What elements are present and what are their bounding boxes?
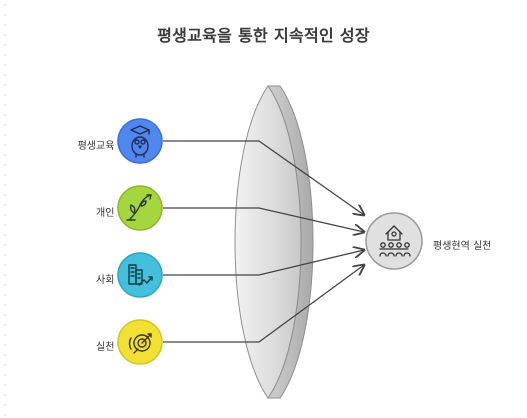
owl-graduation-cap-icon (130, 125, 150, 158)
output-node (365, 212, 423, 270)
input-node-strategy (117, 319, 163, 365)
lens-shape (234, 85, 314, 399)
diagram-title: 평생교육을 통한 지속적인 성장 (157, 26, 370, 45)
connector-social-development (163, 250, 364, 276)
input-node-philosophy (117, 118, 163, 164)
target-strategy-icon (128, 333, 152, 354)
input-node-personal-growth (117, 185, 163, 231)
connector-philosophy (163, 140, 364, 215)
team-meeting-icon (379, 225, 411, 257)
connector-strategy (163, 265, 364, 343)
input-node-social-development (117, 252, 163, 298)
input-label-philosophy: 평생교육 철학 (77, 141, 136, 152)
input-label-personal-growth: 개인 성장 (96, 208, 136, 219)
city-growth-chart-icon (128, 264, 153, 286)
output-label: 평생현역 실천 (433, 241, 492, 252)
sprout-growth-icon (126, 194, 152, 221)
input-label-social-development: 사회 발전 (96, 275, 136, 286)
connector-personal-growth (163, 207, 364, 232)
input-label-strategy: 실천 전략 (96, 342, 136, 353)
